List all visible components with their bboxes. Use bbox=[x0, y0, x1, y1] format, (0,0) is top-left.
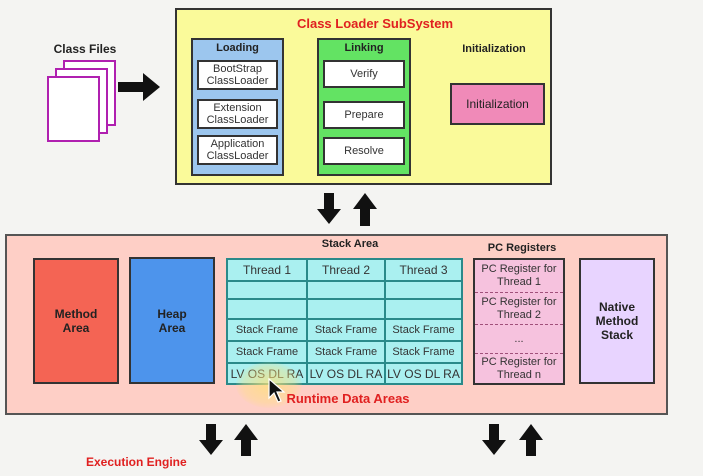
pc-registers-title: PC Registers bbox=[487, 242, 557, 254]
stack-cell-empty bbox=[308, 300, 386, 320]
runtime-title: Runtime Data Areas bbox=[286, 391, 410, 406]
stack-frame: Stack Frame bbox=[308, 320, 386, 342]
native-method-stack-label: Native Method Stack bbox=[595, 300, 639, 342]
class-files-label: Class Files bbox=[53, 42, 117, 56]
loading-title: Loading bbox=[216, 42, 259, 54]
arrow-right-icon bbox=[118, 73, 160, 101]
pc-registers: PC Register for Thread 1 PC Register for… bbox=[473, 258, 565, 385]
linking-title: Linking bbox=[344, 42, 384, 54]
thread-header: Thread 2 bbox=[308, 260, 386, 282]
stack-frame: Stack Frame bbox=[228, 320, 308, 342]
stack-frame: Stack Frame bbox=[308, 342, 386, 364]
stack-cell-empty bbox=[228, 300, 308, 320]
heap-area: Heap Area bbox=[129, 257, 215, 384]
stack-cell-empty bbox=[386, 282, 461, 300]
arrow-down-icon bbox=[317, 193, 341, 224]
initialization-title: Initialization bbox=[462, 43, 526, 55]
arrow-up-icon bbox=[234, 424, 258, 456]
stack-area-title: Stack Area bbox=[321, 238, 379, 250]
stack-frame: Stack Frame bbox=[386, 320, 461, 342]
thread-header: Thread 1 bbox=[228, 260, 308, 282]
arrow-up-icon bbox=[353, 193, 377, 226]
class-loader-title: Class Loader SubSystem bbox=[296, 16, 454, 31]
pc-register-thread-n: PC Register for Thread n bbox=[475, 354, 563, 383]
arrow-up-icon bbox=[519, 424, 543, 456]
pc-register-ellipsis: ... bbox=[475, 325, 563, 354]
arrow-down-icon bbox=[482, 424, 506, 455]
method-area: Method Area bbox=[33, 258, 119, 384]
bootstrap-classloader: BootStrap ClassLoader bbox=[197, 60, 278, 90]
arrow-down-icon bbox=[199, 424, 223, 455]
initialization-box: Initialization bbox=[450, 83, 545, 125]
thread-header: Thread 3 bbox=[386, 260, 461, 282]
pc-register-thread-2: PC Register for Thread 2 bbox=[475, 293, 563, 325]
stack-area: Thread 1 Stack Frame Stack Frame LV OS D… bbox=[226, 258, 463, 385]
stack-cell-empty bbox=[386, 300, 461, 320]
stack-frame: Stack Frame bbox=[228, 342, 308, 364]
linking-panel: Linking Verify Prepare Resolve bbox=[317, 38, 411, 176]
resolve-box: Resolve bbox=[323, 137, 405, 165]
loading-panel: Loading BootStrap ClassLoader Extension … bbox=[191, 38, 284, 176]
prepare-box: Prepare bbox=[323, 101, 405, 129]
pc-register-thread-1: PC Register for Thread 1 bbox=[475, 260, 563, 293]
stack-cell-empty bbox=[228, 282, 308, 300]
heap-area-label: Heap Area bbox=[157, 306, 187, 335]
class-files-stack bbox=[45, 60, 120, 145]
frame-detail: LV OS DL RA bbox=[386, 364, 461, 383]
native-method-stack: Native Method Stack bbox=[579, 258, 655, 384]
stack-frame: Stack Frame bbox=[386, 342, 461, 364]
extension-classloader: Extension ClassLoader bbox=[197, 99, 278, 129]
frame-detail: LV OS DL RA bbox=[308, 364, 386, 383]
method-area-label: Method Area bbox=[54, 307, 98, 335]
mouse-pointer-icon bbox=[268, 378, 286, 403]
application-classloader: Application ClassLoader bbox=[197, 135, 278, 165]
class-file-page bbox=[47, 76, 100, 142]
verify-box: Verify bbox=[323, 60, 405, 88]
stack-cell-empty bbox=[308, 282, 386, 300]
execution-engine-label: Execution Engine bbox=[86, 455, 187, 469]
